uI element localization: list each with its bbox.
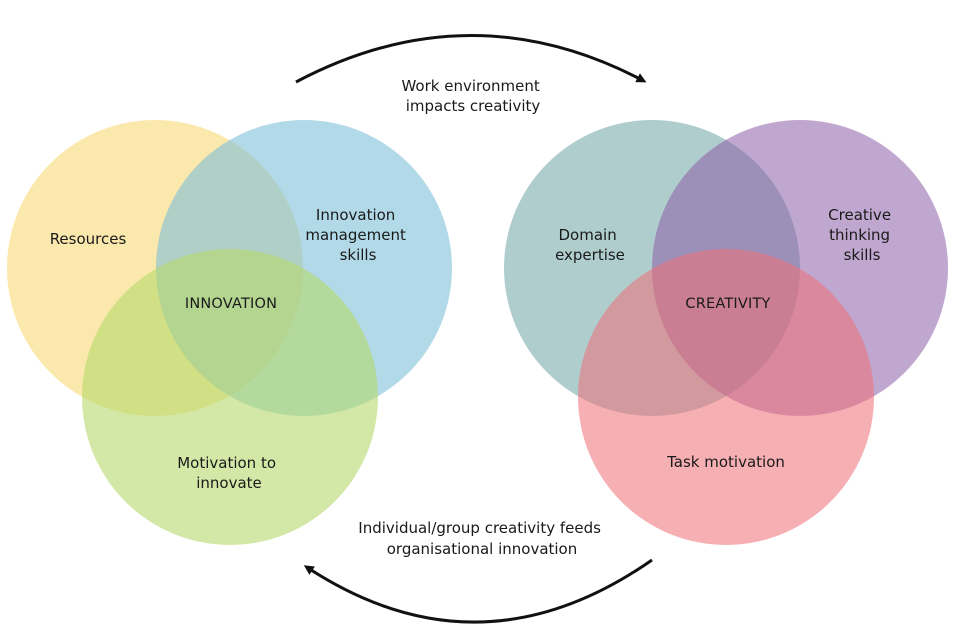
bottom-caption-line1: Individual/group creativity feeds [358, 519, 601, 537]
top-caption: Work environment impacts creativity [401, 77, 544, 115]
creative-thinking-line2: thinking [829, 226, 890, 244]
task-motivation-circle [578, 249, 874, 545]
motivation-to-innovate-line2: innovate [196, 474, 262, 492]
resources-label: Resources [50, 230, 127, 248]
task-motivation-label: Task motivation [666, 453, 785, 471]
top-arrow [295, 34, 647, 84]
motivation-to-innovate-label: Motivation to innovate [177, 454, 281, 492]
innovation-skills-line2: management [305, 226, 406, 244]
innovation-skills-label: Innovation management skills [305, 206, 410, 264]
innovation-skills-line3: skills [340, 246, 377, 264]
bottom-caption-line2: organisational innovation [387, 540, 578, 558]
domain-expertise-label: Domain expertise [555, 226, 625, 264]
innovation-venn [7, 120, 452, 545]
creativity-venn [504, 120, 948, 545]
innovation-skills-line1: Innovation [316, 206, 395, 224]
top-caption-line2: impacts creativity [406, 97, 541, 115]
bottom-caption: Individual/group creativity feeds organi… [358, 519, 605, 558]
creative-thinking-label: Creative thinking skills [828, 206, 896, 264]
domain-expertise-line2: expertise [555, 246, 625, 264]
motivation-to-innovate-line1: Motivation to [177, 454, 276, 472]
top-caption-line1: Work environment [401, 77, 539, 95]
creativity-center-label: CREATIVITY [685, 296, 770, 312]
domain-expertise-line1: Domain [559, 226, 617, 244]
innovation-center-label: INNOVATION [185, 296, 277, 312]
creative-thinking-line3: skills [844, 246, 881, 264]
creative-thinking-line1: Creative [828, 206, 891, 224]
motivation-to-innovate-circle [82, 249, 378, 545]
bottom-arrow [303, 558, 653, 624]
